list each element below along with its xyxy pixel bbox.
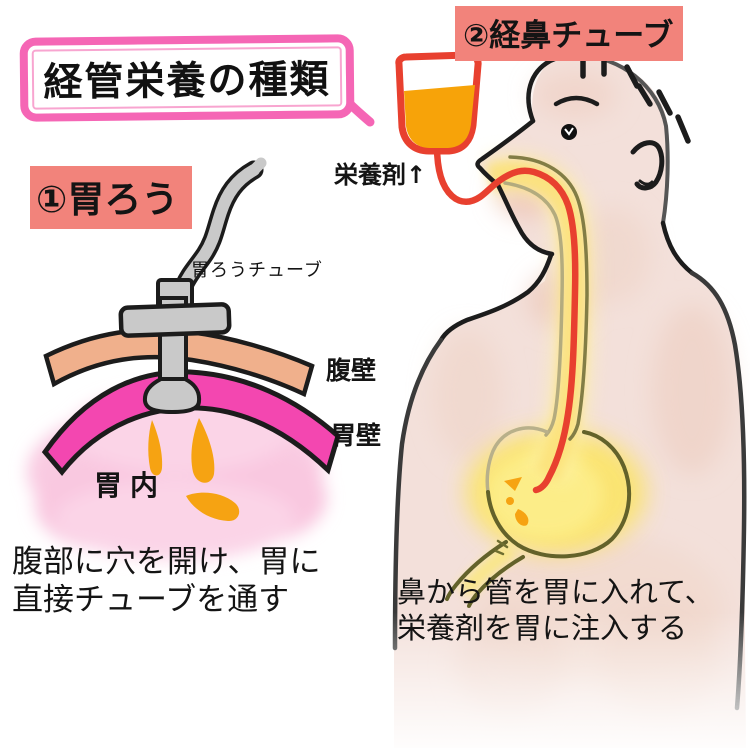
page-title-box: 経管栄養の種類 [19,34,355,122]
feeding-bag-icon [395,51,482,155]
section2-heading: ②経鼻チューブ [455,6,684,61]
page-title: 経管栄養の種類 [43,57,331,106]
eye [561,124,577,140]
nutrient-drops-icon [148,418,240,522]
section1-caption-line2: 直接チューブを通す [12,582,290,618]
stomach-wall-band [41,369,341,476]
stomach-wall-label: 胃壁 [331,421,382,450]
nutrient-label: 栄養剤↑ [334,161,427,189]
gastrostomy-diagram [27,157,341,560]
gastrostomy-tube-device [118,157,267,415]
patient-figure [386,51,750,750]
section1-heading: ①胃ろう [30,166,193,229]
section2-caption-line1: 鼻から管を胃に入れて、 [397,575,714,609]
section2-caption-line2: 栄養剤を胃に注入する [397,611,688,645]
section2-caption: 鼻から管を胃に入れて、 栄養剤を胃に注入する [397,574,714,646]
section1-caption-line1: 腹部に穴を開け、胃に [12,544,321,580]
eyebrow [553,95,600,107]
section1-caption: 腹部に穴を開け、胃に 直接チューブを通す [12,543,320,619]
body-fadeout [386,612,750,750]
stomach-shape [445,426,632,608]
abdominal-wall-label: 腹壁 [326,356,377,385]
esophagus-lines [503,155,589,441]
stomach-inside-label: 胃内 [94,469,167,502]
stomach-drip-icon [504,477,529,526]
nasal-tube-line [433,142,579,494]
ear [630,140,665,191]
gastrostomy-tube-label: 胃ろうチューブ [191,260,323,281]
figure-outline [392,52,747,711]
